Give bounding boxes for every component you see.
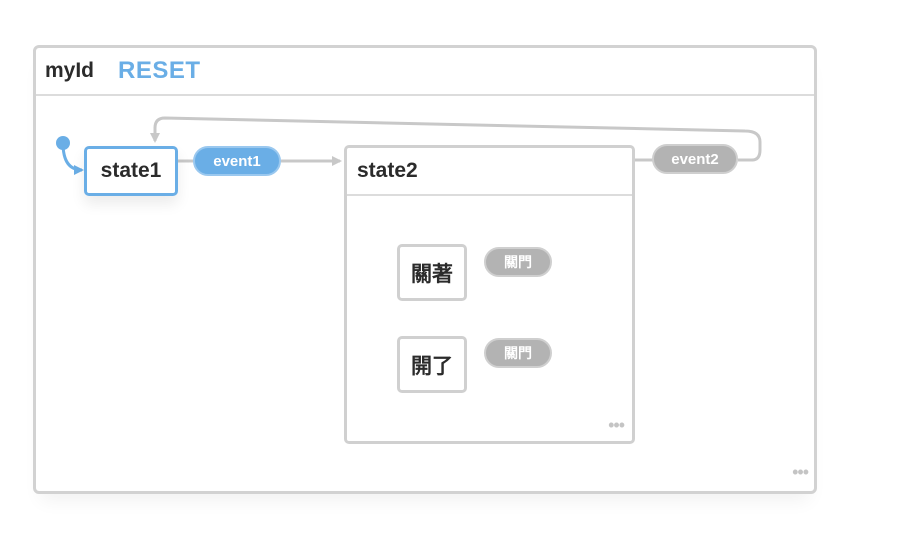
state2-header: state2 [347,148,632,196]
state-state1[interactable]: state1 [84,146,178,196]
state2-more-icon[interactable]: ••• [608,415,625,435]
state-state2[interactable]: state2 ••• [344,145,635,444]
machine-more-icon[interactable]: ••• [792,462,809,482]
toggle-event-from-open[interactable]: 關門 [484,338,552,368]
state1-label: state1 [100,159,162,182]
machine-header: myId RESET [36,48,814,96]
open-label: 開了 [411,353,453,378]
state2-label: state2 [357,159,418,182]
event1-button[interactable]: event1 [193,146,281,176]
toggle-event-from-closed[interactable]: 關門 [484,247,552,277]
event1-label: event1 [213,152,261,170]
event2-label: event2 [671,150,719,168]
toggle-event-label: 關門 [504,255,532,271]
state-closed[interactable]: 關著 [397,244,467,301]
machine-id: myId [45,59,95,82]
toggle-event-label: 關門 [504,346,532,362]
event2-button[interactable]: event2 [652,144,738,174]
state-open[interactable]: 開了 [397,336,467,393]
reset-button[interactable]: RESET [118,57,201,84]
closed-label: 關著 [411,261,453,286]
